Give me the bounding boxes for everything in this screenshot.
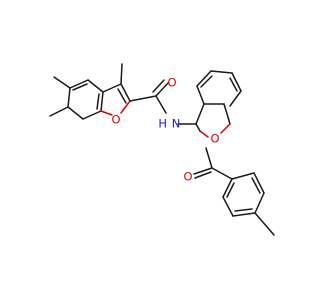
ketone-bond — [193, 167, 213, 175]
methyl-bond — [53, 76, 71, 89]
bond — [195, 123, 201, 132]
bond — [82, 110, 102, 120]
furan-oxygen-left: O — [111, 113, 120, 127]
methyl-bond — [49, 106, 69, 117]
bond — [196, 85, 205, 105]
bond — [211, 167, 233, 180]
bond — [253, 172, 265, 194]
bond — [205, 147, 213, 169]
bond — [100, 91, 104, 112]
bond — [129, 95, 157, 102]
bond — [120, 83, 131, 102]
bond — [96, 93, 100, 110]
bond — [223, 103, 231, 125]
bond — [67, 87, 71, 108]
left-benzofuran — [49, 63, 169, 120]
molecule-canvas: O H N O O O — [49, 63, 275, 236]
bond — [234, 208, 253, 212]
bond — [200, 75, 213, 88]
bond — [120, 100, 131, 114]
carbonyl-oxygen-top: O — [167, 76, 176, 90]
right-benzofuran — [177, 70, 242, 179]
bond — [117, 88, 127, 104]
bond — [67, 106, 84, 120]
bond — [100, 110, 113, 116]
bond — [229, 77, 238, 92]
bond — [229, 90, 242, 107]
bond — [220, 123, 231, 134]
bond — [222, 196, 234, 217]
methyl-bond — [254, 212, 275, 236]
bond — [231, 172, 255, 180]
bond — [231, 72, 242, 92]
furan-oxygen-right: O — [210, 132, 219, 146]
bond — [254, 192, 265, 214]
bond — [72, 83, 88, 91]
carbonyl-bond — [152, 79, 165, 93]
bond — [199, 130, 209, 138]
methyl-bond — [120, 63, 123, 85]
tolyl-ring — [211, 167, 275, 236]
carbonyl-bond — [155, 82, 169, 97]
bond — [155, 95, 167, 114]
bond — [195, 103, 205, 125]
bond — [222, 178, 233, 198]
bond — [232, 212, 256, 217]
amide-nitrogen: N — [172, 117, 181, 131]
ketone-oxygen: O — [183, 170, 192, 184]
bond — [251, 177, 261, 194]
bond — [102, 83, 122, 93]
bond — [226, 182, 235, 198]
ketone-bond — [194, 171, 212, 179]
bond — [196, 70, 212, 87]
bond — [210, 70, 233, 74]
bond — [87, 79, 104, 93]
amide-hydrogen: H — [158, 117, 167, 131]
bond — [69, 79, 89, 89]
structure-diagram: O H N O O O — [49, 63, 275, 236]
